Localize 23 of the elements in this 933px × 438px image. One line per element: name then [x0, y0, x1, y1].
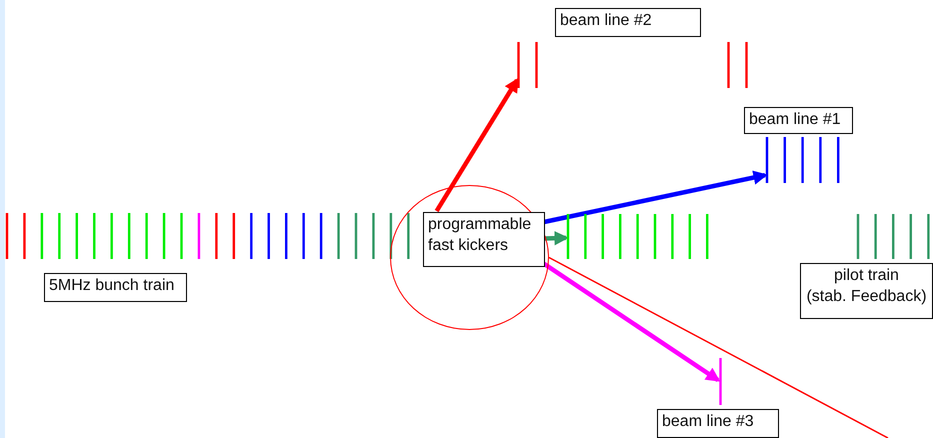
label-text: programmable fast kickers — [428, 215, 532, 256]
label-box — [555, 8, 701, 37]
label-box — [44, 273, 187, 302]
label-box — [657, 409, 779, 438]
bunch-train-drawing — [5, 213, 411, 259]
arrow — [434, 78, 519, 212]
label-box — [423, 212, 545, 267]
connector-line — [548, 256, 888, 438]
label-text: pilot train — [833, 266, 900, 286]
label-text: beam line #3 — [662, 412, 755, 432]
highlight-ellipse — [390, 185, 549, 330]
arrow — [542, 262, 720, 382]
bunch-train-drawing — [566, 214, 711, 259]
arrow — [544, 231, 569, 246]
arrow — [544, 170, 768, 224]
label-text: beam line #1 — [749, 110, 842, 130]
bunch-train-drawing — [765, 137, 841, 183]
label-box — [744, 107, 853, 134]
label-text: (stab. Feedback) — [805, 286, 928, 307]
bunch-train-drawing — [718, 358, 723, 405]
label-text: 5MHz bunch train — [49, 276, 176, 296]
label-box — [800, 263, 933, 319]
label-text: beam line #2 — [560, 11, 653, 31]
